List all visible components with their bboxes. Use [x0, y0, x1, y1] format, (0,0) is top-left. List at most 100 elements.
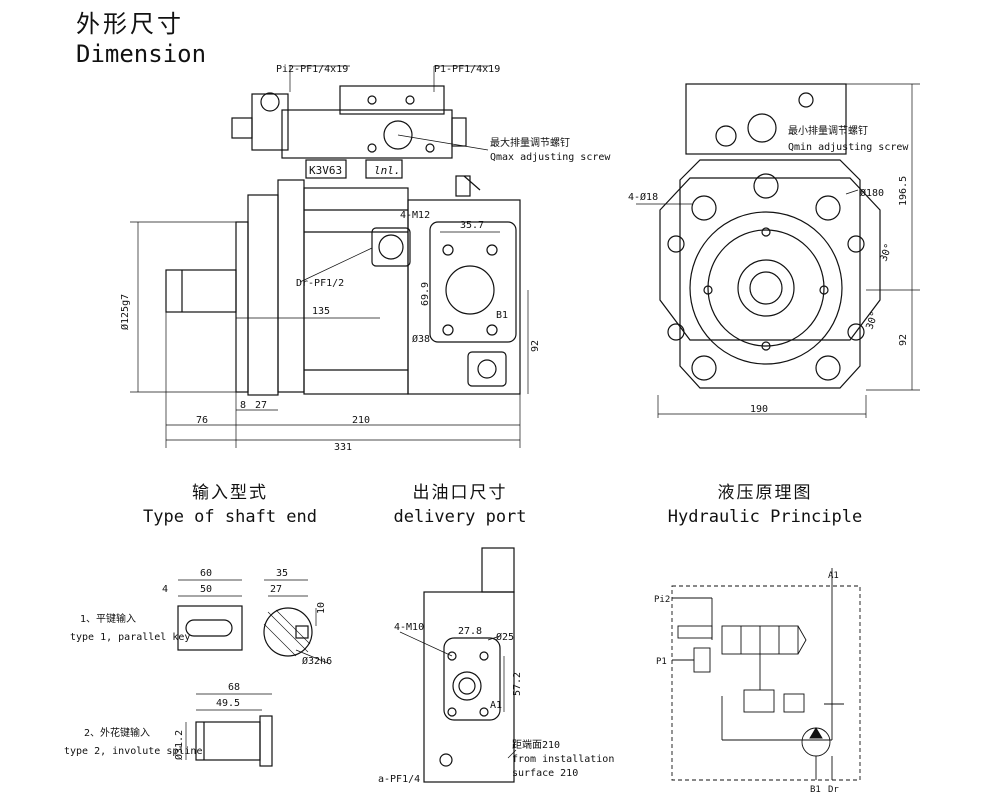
dim-4-d18: 4-Ø18	[628, 191, 658, 203]
shaft-spline	[195, 721, 261, 761]
delivery-body	[423, 591, 515, 783]
brand-plate-model	[305, 159, 347, 179]
dim-135: 135	[312, 306, 330, 317]
shaft-type-2	[195, 715, 273, 767]
type2-label-en: type 2, involute spline	[64, 746, 202, 757]
dim-d25: Ø25	[496, 631, 514, 643]
main-pump-view	[165, 85, 521, 396]
hydraulic-heading-zh: 液压原理图	[717, 483, 813, 503]
label-dr-port: Dr-PF1/2	[296, 278, 344, 289]
dim-10: 10	[316, 602, 327, 614]
hydraulic-section-heading: 液压原理图 Hydraulic Principle	[665, 478, 865, 527]
schematic-boundary	[671, 585, 861, 781]
dim-68: 68	[228, 682, 240, 693]
pump-housing	[303, 187, 409, 395]
shaft-keyed-section	[263, 607, 313, 657]
label-4-m12: 4-M12	[400, 210, 430, 221]
plate-logo-text: lnl.	[374, 164, 401, 177]
b1-port-flange	[429, 221, 517, 343]
dim-210: 210	[352, 415, 370, 426]
note-en-2: surface 210	[512, 768, 578, 779]
qmax-screw-head	[383, 120, 413, 150]
hyd-label-p1: P1	[656, 657, 667, 667]
hyd-label-b1: B1	[810, 785, 821, 795]
qmax-label-zh: 最大排量调节螺钉	[490, 136, 570, 149]
hydraulic-heading-en: Hydraulic Principle	[667, 507, 863, 527]
dim-4-m10: 4-M10	[394, 622, 424, 633]
label-a-pf14: a-PF1/4	[378, 774, 420, 785]
qmax-label-en: Qmax adjusting screw	[490, 152, 611, 163]
port-a1	[452, 671, 482, 701]
shaft-heading-en: Type of shaft end	[143, 507, 317, 527]
side-regulator	[685, 83, 847, 155]
mounting-flange	[235, 221, 249, 393]
main-dimension-lines	[130, 65, 529, 448]
delivery-port-view	[423, 547, 515, 783]
side-dimension-lines	[636, 83, 920, 418]
dim-49-5: 49.5	[216, 698, 240, 709]
label-p1-port: P1-PF1/4x19	[434, 64, 500, 75]
dim-69-9: 69.9	[420, 282, 431, 306]
title-chinese: 外形尺寸	[76, 10, 184, 38]
hyd-label-dr: Dr	[828, 785, 839, 795]
note-en-1: from installation	[512, 754, 614, 765]
shaft-key	[185, 619, 233, 637]
dim-8: 8	[240, 400, 246, 411]
delivery-section-heading: 出油口尺寸 delivery port	[385, 478, 535, 527]
label-a1-delivery: A1	[490, 700, 502, 711]
regulator-solenoid	[251, 93, 289, 151]
shaft-section-heading: 输入型式 Type of shaft end	[140, 478, 320, 527]
dim-196-5: 196.5	[898, 176, 909, 206]
port-a-pf14	[439, 753, 453, 767]
label-b1: B1	[496, 310, 508, 321]
plate-model-text: K3V63	[309, 164, 342, 177]
angle-30-upper: 30°	[878, 242, 895, 263]
qmin-label-zh: 最小排量调节螺钉	[788, 124, 868, 137]
brand-plate-logo	[365, 159, 403, 179]
side-main-bore	[689, 211, 843, 365]
dim-331: 331	[334, 442, 352, 453]
side-view	[659, 83, 881, 389]
shaft1-dim-lines	[178, 579, 331, 665]
dim-d32h6: Ø32h6	[302, 655, 332, 667]
drain-port	[378, 234, 404, 260]
delivery-heading-zh: 出油口尺寸	[412, 483, 508, 503]
delivery-dim-lines	[399, 631, 517, 759]
dim-27: 27	[255, 400, 267, 411]
dim-27-shaft: 27	[270, 584, 282, 595]
label-pi2-port: Pi2-PF1/4x19	[276, 64, 348, 75]
dim-35: 35	[276, 568, 288, 579]
shaft-type-1	[177, 605, 313, 657]
side-housing-outline	[679, 159, 861, 389]
drain-port-boss	[371, 227, 411, 267]
dim-76: 76	[196, 415, 208, 426]
b1-port	[445, 265, 495, 315]
dim-d31-2: Ø31.2	[173, 730, 185, 760]
type1-label-en: type 1, parallel key	[70, 632, 190, 643]
dim-d180: Ø180	[860, 187, 884, 199]
input-shaft	[165, 269, 237, 313]
title-english: Dimension	[76, 40, 207, 68]
dim-shaft-diameter: Ø125g7	[119, 294, 131, 330]
dim-57-2: 57.2	[512, 672, 523, 696]
shaft-heading-zh: 输入型式	[192, 483, 268, 503]
dim-92-main: 92	[530, 340, 541, 352]
dim-27-8: 27.8	[458, 626, 482, 637]
hydraulic-schematic	[671, 568, 861, 781]
dim-4: 4	[162, 584, 168, 595]
hyd-label-a1: A1	[828, 571, 839, 581]
dim-35-7: 35.7	[460, 220, 484, 231]
qmin-label-en: Qmin adjusting screw	[788, 142, 909, 153]
regulator-top	[339, 85, 445, 115]
dim-190: 190	[750, 404, 768, 415]
servo-cylinder	[743, 689, 775, 713]
shaft-keyed	[177, 605, 243, 651]
dim-92-side: 92	[898, 334, 909, 346]
dim-d38: Ø38	[412, 333, 430, 345]
hyd-label-pi2: Pi2	[654, 595, 670, 605]
angle-30-lower: 30°	[864, 310, 881, 331]
note-zh: 距端面210	[512, 738, 560, 751]
dim-50: 50	[200, 584, 212, 595]
type2-label-zh: 2、外花键输入	[84, 726, 150, 739]
